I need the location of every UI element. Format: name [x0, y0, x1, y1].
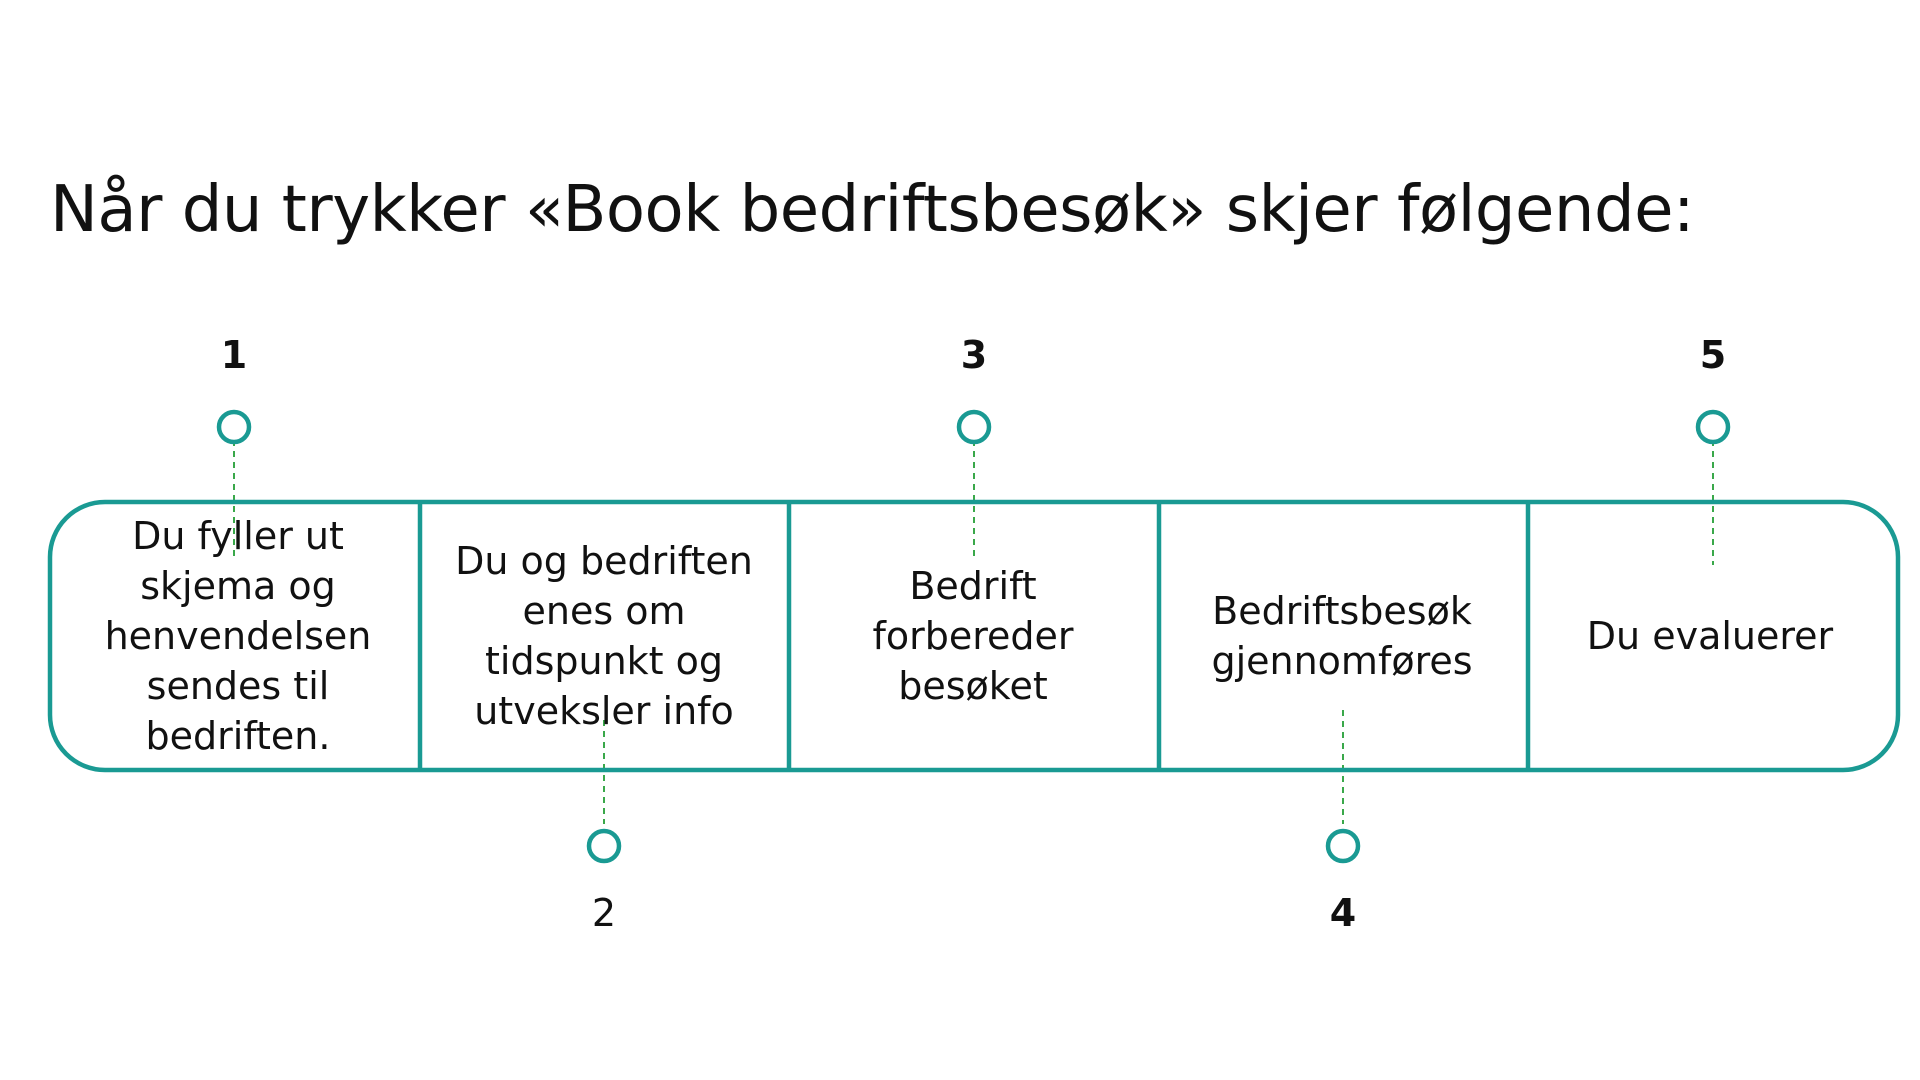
step-number-3: 3 [960, 333, 988, 377]
step-marker-4 [1325, 828, 1361, 864]
step-marker-1 [216, 409, 252, 445]
step-text-1: Du fyller ut skjema og henvendelsen send… [104, 514, 372, 758]
step-text-3: Bedrift forbereder besøket [872, 564, 1074, 708]
step-text-4: Bedriftsbesøk gjennomføres [1211, 589, 1473, 683]
step-number-2: 2 [591, 891, 617, 935]
step-number-1: 1 [220, 333, 248, 377]
step-number-5: 5 [1699, 333, 1727, 377]
page-title: Når du trykker «Book bedriftsbesøk» skje… [50, 173, 1695, 247]
step-marker-2 [586, 828, 622, 864]
step-marker-3 [956, 409, 992, 445]
step-text-2: Du og bedriften enes om tidspunkt og utv… [455, 539, 753, 733]
steps-frame [47, 499, 1901, 773]
step-marker-5 [1695, 409, 1731, 445]
step-text-5: Du evaluerer [1586, 614, 1834, 658]
step-number-4: 4 [1329, 891, 1357, 935]
